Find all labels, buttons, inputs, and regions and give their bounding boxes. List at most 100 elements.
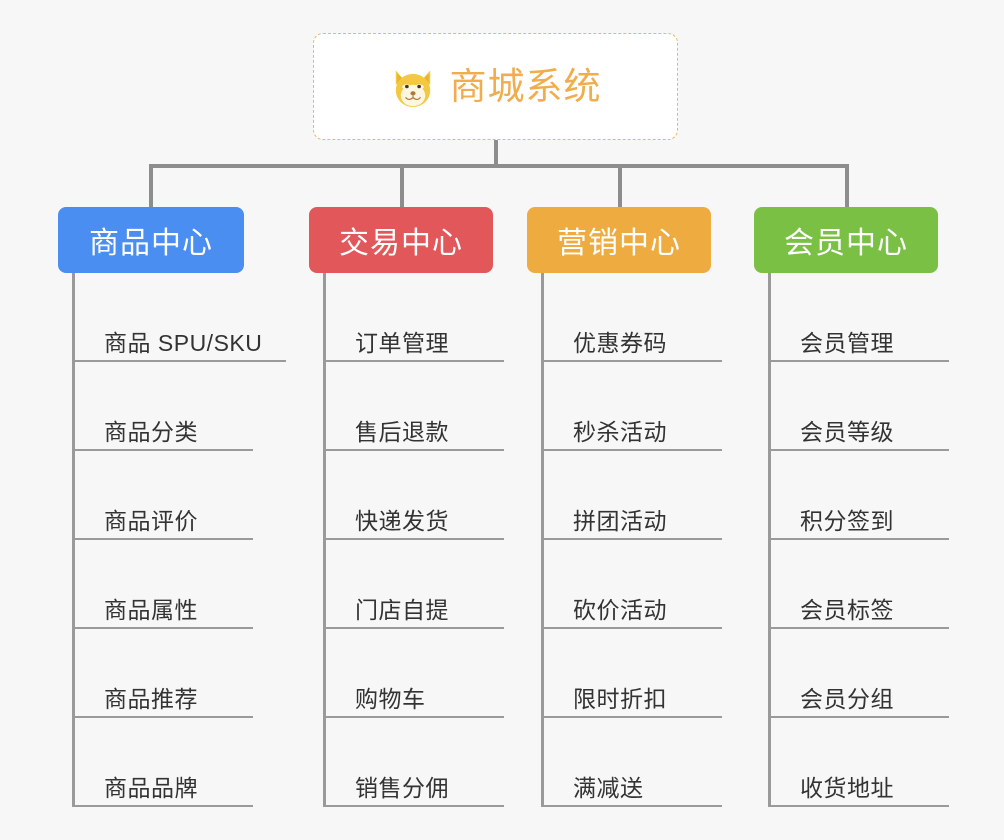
list-item[interactable]: 满减送: [541, 718, 722, 807]
list-item[interactable]: 购物车: [323, 629, 504, 718]
connector-drop-1: [149, 164, 153, 208]
list-item[interactable]: 优惠券码: [541, 273, 722, 362]
leaf-inner: 会员等级: [768, 419, 949, 451]
leaf-label: 会员等级: [800, 418, 894, 445]
list-item[interactable]: 收货地址: [768, 718, 949, 807]
shiba-dog-face-icon: [395, 69, 430, 108]
leaf-label: 订单管理: [355, 329, 449, 356]
leaf-label: 售后退款: [355, 418, 449, 445]
leaf-label: 会员标签: [800, 596, 894, 623]
list-item[interactable]: 商品推荐: [72, 629, 286, 718]
leaf-inner: 砍价活动: [541, 597, 722, 629]
list-item[interactable]: 拼团活动: [541, 451, 722, 540]
leaf-label: 购物车: [355, 685, 426, 712]
trunk-line-3: [541, 273, 544, 807]
list-item[interactable]: 商品品牌: [72, 718, 286, 807]
leaf-inner: 购物车: [323, 686, 504, 718]
leaf-label: 快递发货: [355, 507, 449, 534]
trunk-line-4: [768, 273, 771, 807]
leaf-label: 收货地址: [800, 774, 894, 801]
list-item[interactable]: 订单管理: [323, 273, 504, 362]
leaf-inner: 会员分组: [768, 686, 949, 718]
category-label: 交易中心: [339, 227, 463, 260]
column-member-center: 会员中心: [754, 207, 938, 273]
list-item[interactable]: 会员等级: [768, 362, 949, 451]
category-label: 营销中心: [557, 227, 681, 260]
connector-drop-3: [618, 164, 622, 208]
leaf-list-product-center: 商品 SPU/SKU 商品分类 商品评价 商品属性 商品推荐 商品品牌: [72, 273, 287, 807]
list-item[interactable]: 砍价活动: [541, 540, 722, 629]
leaf-inner: 门店自提: [323, 597, 504, 629]
category-label: 商品中心: [89, 227, 213, 260]
leaf-label: 门店自提: [355, 596, 449, 623]
leaf-label: 商品推荐: [104, 685, 198, 712]
list-item[interactable]: 商品分类: [72, 362, 286, 451]
connector-root-stub: [494, 140, 498, 167]
leaf-inner: 限时折扣: [541, 686, 722, 718]
trunk-line-2: [323, 273, 326, 807]
leaf-inner: 积分签到: [768, 508, 949, 540]
leaf-inner: 收货地址: [768, 775, 949, 807]
list-item[interactable]: 快递发货: [323, 451, 504, 540]
column-marketing-center: 营销中心: [527, 207, 711, 273]
list-item[interactable]: 商品 SPU/SKU: [72, 273, 287, 362]
list-item[interactable]: 商品评价: [72, 451, 286, 540]
list-item[interactable]: 门店自提: [323, 540, 504, 629]
leaf-inner: 满减送: [541, 775, 722, 807]
leaf-label: 会员分组: [800, 685, 894, 712]
connector-drop-4: [845, 164, 849, 208]
leaf-inner: 会员管理: [768, 330, 949, 362]
leaf-label: 满减送: [573, 774, 644, 801]
connector-drop-2: [400, 164, 404, 208]
list-item[interactable]: 秒杀活动: [541, 362, 722, 451]
leaf-label: 商品属性: [104, 596, 198, 623]
category-header-product-center[interactable]: 商品中心: [58, 207, 244, 273]
leaf-list-transaction-center: 订单管理 售后退款 快递发货 门店自提 购物车 销售分佣: [323, 273, 504, 807]
leaf-label: 商品评价: [104, 507, 198, 534]
leaf-label: 会员管理: [800, 329, 894, 356]
leaf-label: 积分签到: [800, 507, 894, 534]
trunk-line-1: [72, 273, 75, 807]
leaf-inner: 售后退款: [323, 419, 504, 451]
leaf-inner: 商品属性: [72, 597, 253, 629]
column-product-center: 商品中心: [58, 207, 244, 273]
leaf-inner: 优惠券码: [541, 330, 722, 362]
leaf-list-member-center: 会员管理 会员等级 积分签到 会员标签 会员分组 收货地址: [768, 273, 949, 807]
leaf-inner: 商品 SPU/SKU: [72, 329, 287, 362]
leaf-inner: 商品分类: [72, 419, 253, 451]
list-item[interactable]: 会员标签: [768, 540, 949, 629]
leaf-label: 优惠券码: [573, 329, 667, 356]
category-header-transaction-center[interactable]: 交易中心: [309, 207, 493, 273]
leaf-label: 拼团活动: [573, 507, 667, 534]
leaf-label: 砍价活动: [573, 596, 667, 623]
leaf-inner: 商品评价: [72, 508, 253, 540]
leaf-label: 商品 SPU/SKU: [104, 329, 263, 356]
leaf-label: 商品分类: [104, 418, 198, 445]
category-header-member-center[interactable]: 会员中心: [754, 207, 938, 273]
leaf-label: 商品品牌: [104, 774, 198, 801]
list-item[interactable]: 限时折扣: [541, 629, 722, 718]
list-item[interactable]: 销售分佣: [323, 718, 504, 807]
leaf-inner: 秒杀活动: [541, 419, 722, 451]
connector-horizontal-bus: [149, 164, 849, 168]
leaf-label: 销售分佣: [355, 774, 449, 801]
list-item[interactable]: 积分签到: [768, 451, 949, 540]
leaf-label: 秒杀活动: [573, 418, 667, 445]
root-title: 商城系统: [449, 66, 602, 107]
leaf-inner: 快递发货: [323, 508, 504, 540]
column-transaction-center: 交易中心: [309, 207, 493, 273]
leaf-inner: 会员标签: [768, 597, 949, 629]
list-item[interactable]: 售后退款: [323, 362, 504, 451]
root-node[interactable]: 商城系统: [313, 33, 678, 140]
category-label: 会员中心: [784, 227, 908, 260]
leaf-inner: 商品推荐: [72, 686, 253, 718]
category-header-marketing-center[interactable]: 营销中心: [527, 207, 711, 273]
list-item[interactable]: 会员分组: [768, 629, 949, 718]
list-item[interactable]: 商品属性: [72, 540, 286, 629]
list-item[interactable]: 会员管理: [768, 273, 949, 362]
leaf-inner: 商品品牌: [72, 775, 253, 807]
leaf-inner: 销售分佣: [323, 775, 504, 807]
leaf-inner: 拼团活动: [541, 508, 722, 540]
leaf-inner: 订单管理: [323, 330, 504, 362]
